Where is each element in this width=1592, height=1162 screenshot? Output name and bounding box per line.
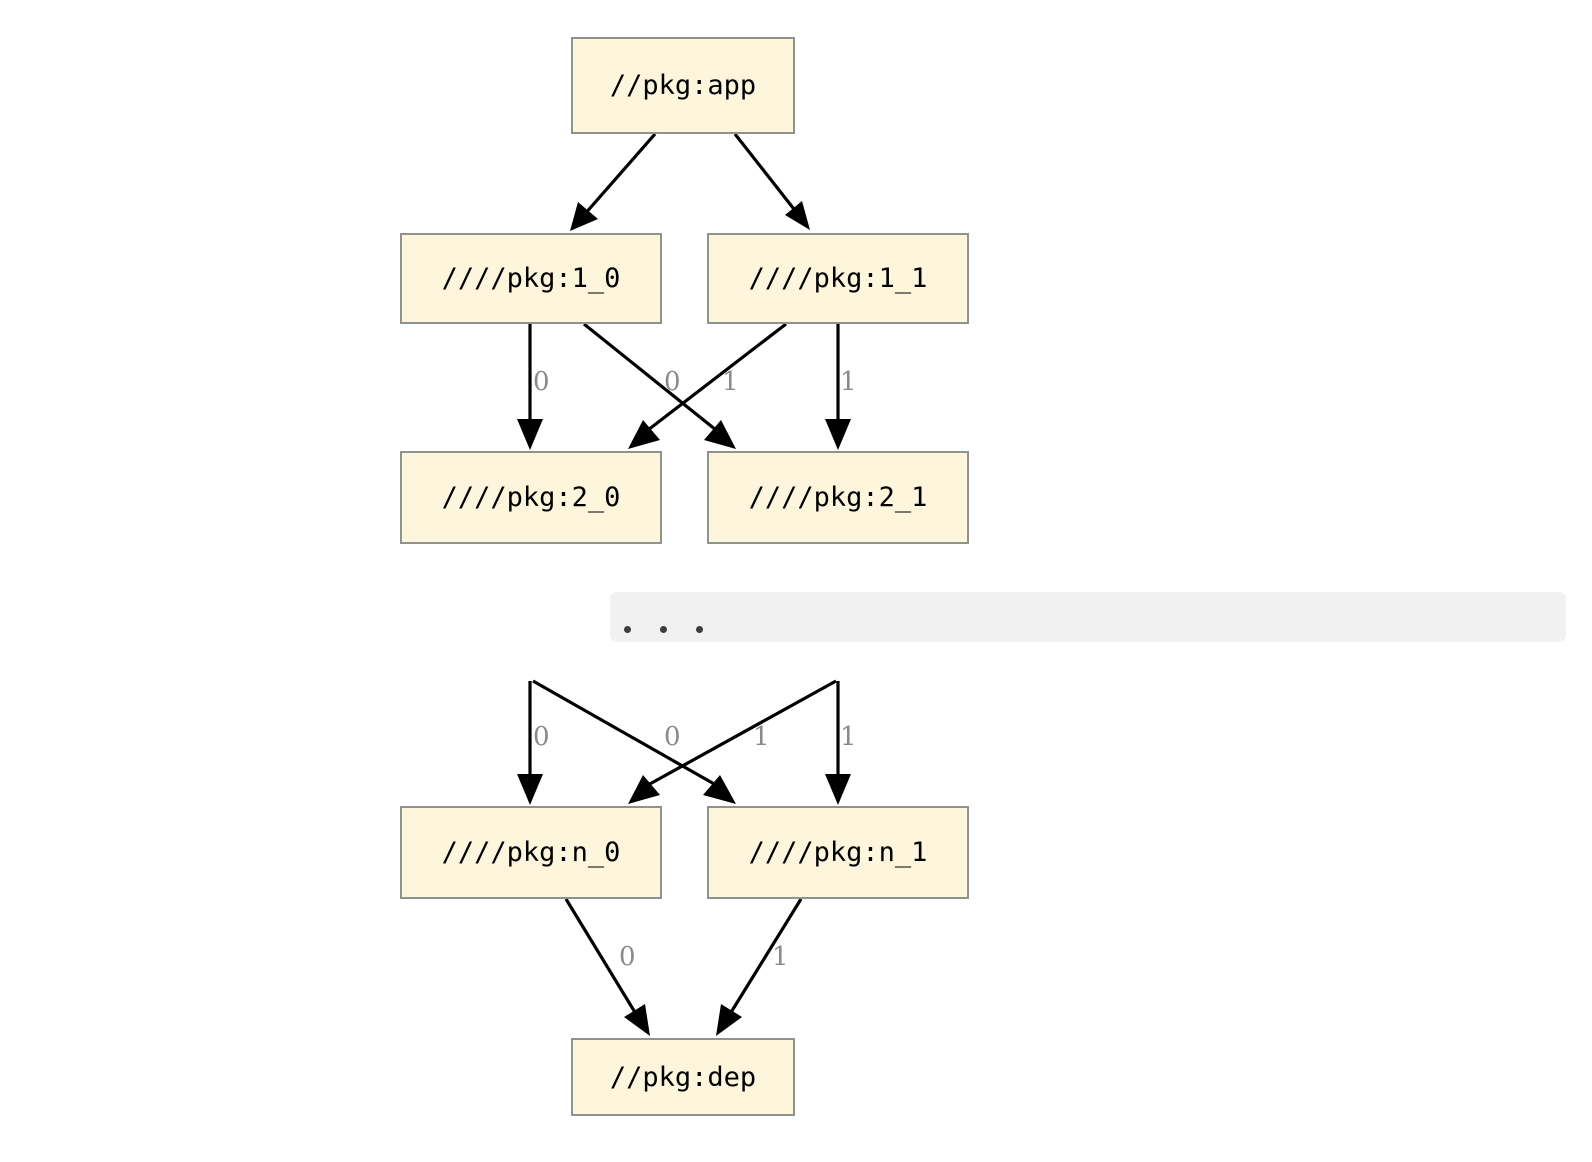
node-label: ////pkg:n_0 [441, 837, 621, 868]
ellipsis-separator[interactable] [610, 592, 1566, 642]
edge-1_0-to-2_1 [582, 322, 736, 449]
node-pkg-2_1[interactable]: ////pkg:2_1 [707, 451, 969, 544]
node-label: ////pkg:n_1 [748, 837, 928, 868]
edge-label-truncated-n_0-cross: 1 [753, 722, 770, 752]
edge-label-n_1-dep: 1 [772, 942, 789, 972]
edge-app-to-1_0 [570, 132, 657, 231]
edge-truncated-to-n_0-cross [628, 679, 837, 804]
node-pkg-1_0[interactable]: ////pkg:1_0 [400, 233, 662, 324]
node-pkg-app[interactable]: //pkg:app [571, 37, 795, 134]
edge-label-truncated-n_0: 0 [533, 722, 550, 752]
edge-label-1_1-2_1: 1 [840, 367, 857, 397]
node-label: ////pkg:1_0 [441, 263, 621, 294]
ellipsis-dot [696, 626, 703, 633]
node-pkg-1_1[interactable]: ////pkg:1_1 [707, 233, 969, 324]
ellipsis-dot [660, 626, 667, 633]
node-label: //pkg:app [609, 70, 757, 101]
ellipsis-dots [624, 626, 703, 633]
edge-n_0-to-dep [564, 898, 650, 1036]
node-label: ////pkg:1_1 [748, 263, 928, 294]
edge-label-truncated-n_1-straight: 1 [840, 722, 857, 752]
ellipsis-dot [624, 626, 631, 633]
edge-label-n_0-dep: 0 [619, 942, 636, 972]
edge-label-1_1-2_0: 1 [722, 367, 739, 397]
edge-label-1_0-2_0: 0 [533, 367, 550, 397]
node-label: ////pkg:2_0 [441, 482, 621, 513]
edge-app-to-1_1 [733, 133, 810, 230]
node-pkg-n_1[interactable]: ////pkg:n_1 [707, 806, 969, 899]
node-label: ////pkg:2_1 [748, 482, 928, 513]
edge-truncated-to-n_1 [532, 679, 736, 804]
edge-label-truncated-n_1: 0 [664, 722, 681, 752]
node-label: //pkg:dep [609, 1061, 757, 1093]
node-pkg-dep[interactable]: //pkg:dep [571, 1038, 795, 1116]
node-pkg-n_0[interactable]: ////pkg:n_0 [400, 806, 662, 899]
node-pkg-2_0[interactable]: ////pkg:2_0 [400, 451, 662, 544]
edge-1_1-to-2_0 [628, 322, 787, 449]
edge-label-1_0-2_1: 0 [664, 367, 681, 397]
